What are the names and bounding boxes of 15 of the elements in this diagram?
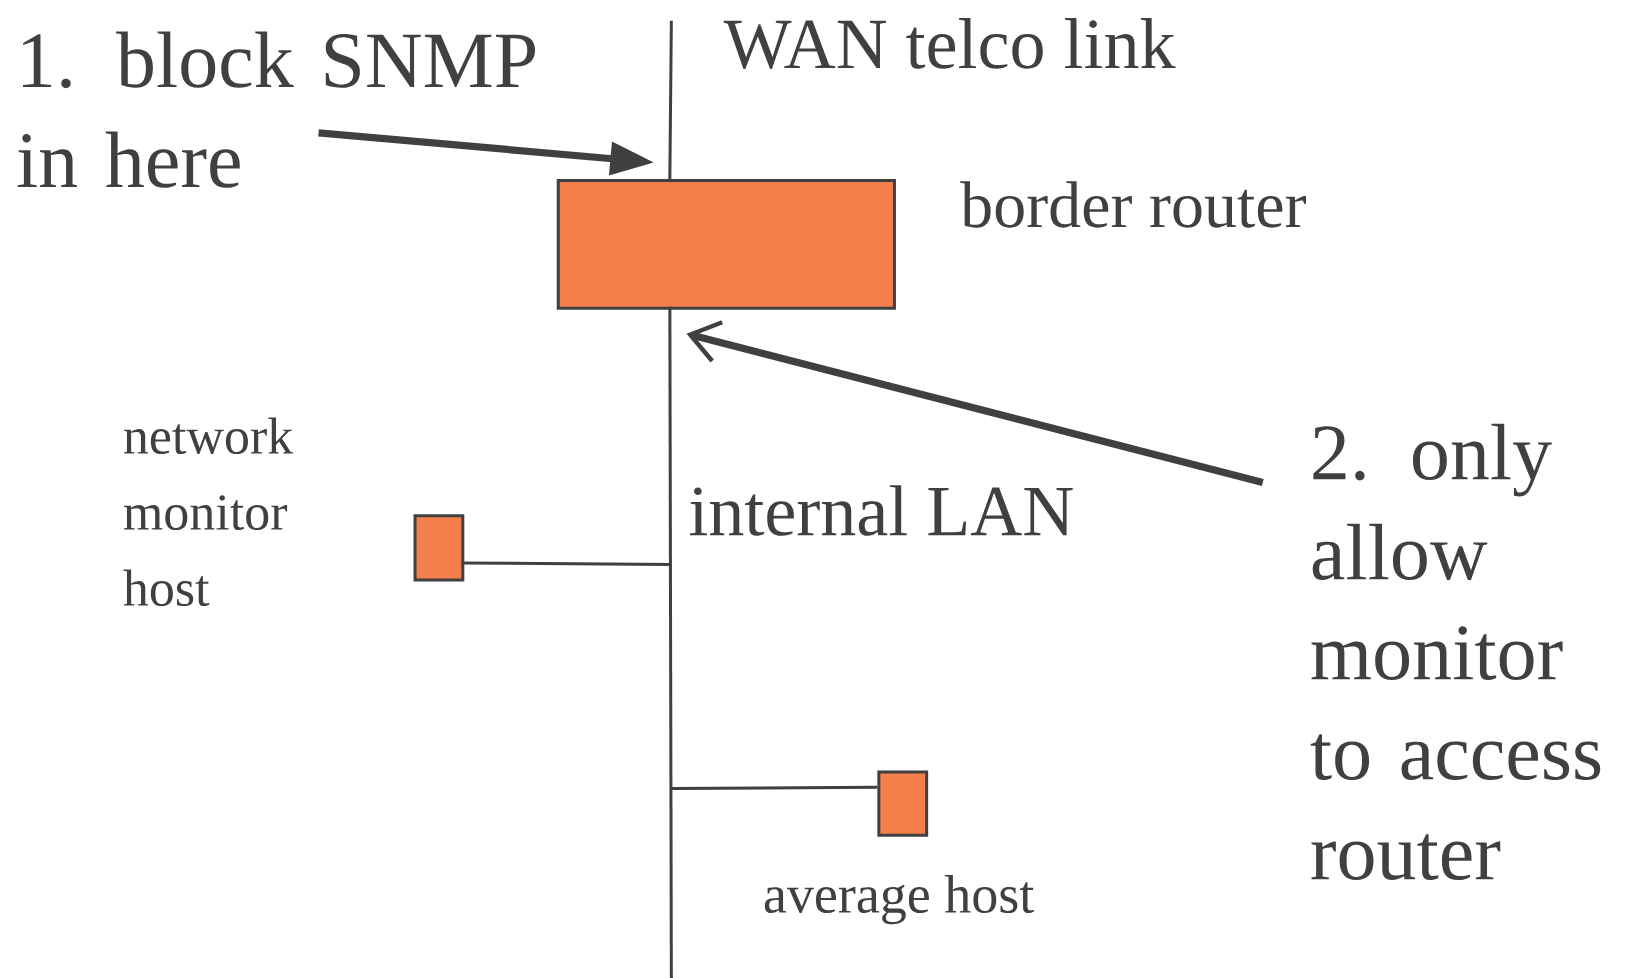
arrow	[686, 319, 1264, 486]
link-label: internal LAN	[689, 484, 1073, 536]
node-label: border router	[960, 180, 1306, 228]
network-line	[461, 561, 672, 566]
network-line	[668, 20, 673, 179]
router-box	[556, 178, 896, 310]
network-line	[668, 306, 673, 978]
host-box	[877, 770, 929, 837]
node-label: average host	[764, 874, 1034, 924]
annotation-text: 1. block SNMP in here	[17, 31, 535, 188]
annotation-text: 2. only allow monitor to access router	[1310, 423, 1601, 880]
link-label: WAN telco link	[723, 17, 1176, 69]
network-line	[671, 785, 878, 790]
node-label: network monitor host	[123, 417, 294, 606]
host-box	[413, 513, 465, 582]
